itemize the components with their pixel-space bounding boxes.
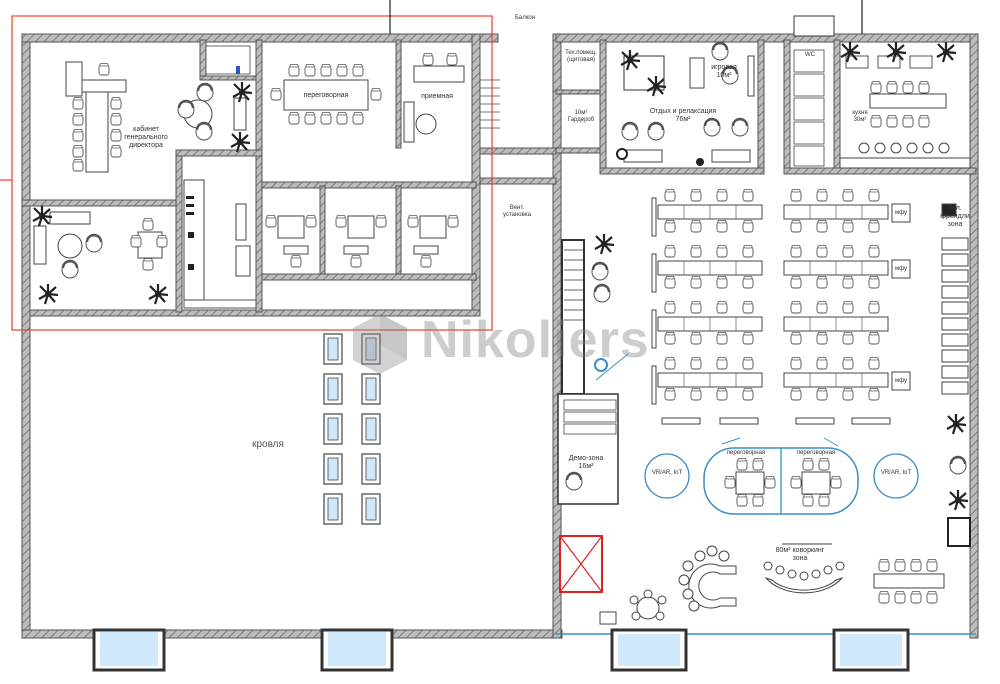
label-roof: кровля bbox=[252, 439, 284, 450]
label-game-room: игровая 10м² bbox=[711, 64, 737, 80]
label-kitchen-area: кухня 30м² bbox=[852, 110, 868, 123]
label-demo-zone: Демо-зона 16м² bbox=[568, 455, 604, 471]
watermark: Nikoliers bbox=[345, 308, 675, 378]
watermark-logo-icon bbox=[353, 314, 407, 374]
label-vr-left: VR/AR, IoT bbox=[651, 470, 683, 476]
label-meeting-room-b: переговорная bbox=[796, 450, 836, 456]
left-building-walls bbox=[21, 33, 563, 639]
kitchen-strip bbox=[183, 179, 251, 301]
bottom-windows-right bbox=[610, 628, 910, 672]
label-rest-area: Отдых и релаксация 76м² bbox=[649, 108, 717, 124]
label-meeting-room-top: переговорная bbox=[303, 92, 349, 99]
open-space-desks bbox=[651, 189, 911, 425]
label-mfu-1: мфу bbox=[895, 210, 907, 216]
phone-booths bbox=[941, 203, 969, 395]
label-mfu-3: мфу bbox=[895, 378, 907, 384]
bottom-windows-left bbox=[92, 628, 394, 672]
label-vr-right: VR/AR, IoT bbox=[880, 470, 912, 476]
label-meeting-room-a: переговорная bbox=[726, 450, 766, 456]
label-wc: WC bbox=[805, 52, 815, 58]
label-tech-room: Тех.помещ. (щитовая) bbox=[565, 50, 597, 63]
label-coworking: 80м² коворкинг зона bbox=[775, 547, 825, 563]
label-mfu-2: мфу bbox=[895, 266, 907, 272]
meeting-pods bbox=[594, 353, 919, 515]
reception-furniture bbox=[403, 53, 500, 143]
label-phone-zone: Тел. френдли зона bbox=[940, 205, 970, 229]
ceo-office-furniture bbox=[65, 45, 254, 173]
highlight-frame bbox=[0, 0, 493, 331]
watermark-text: Nikoliers bbox=[421, 311, 650, 369]
label-vent-unit: Вент. установка bbox=[503, 205, 531, 218]
top-meeting-room-furniture bbox=[270, 64, 382, 125]
rest-area-furniture bbox=[616, 41, 755, 166]
small-offices-furniture bbox=[265, 215, 459, 268]
label-ceo-office: кабинет генерального директора bbox=[124, 126, 168, 150]
wc-kitchen-furniture bbox=[793, 40, 971, 169]
label-wardrobe: 10м² Гардероб bbox=[567, 110, 595, 123]
coworking-furniture bbox=[599, 543, 945, 625]
label-reception: приемная bbox=[421, 93, 453, 100]
lounge-furniture bbox=[31, 204, 170, 306]
demo-zone-furniture bbox=[563, 232, 971, 547]
label-balcony: Балкон bbox=[514, 15, 536, 21]
